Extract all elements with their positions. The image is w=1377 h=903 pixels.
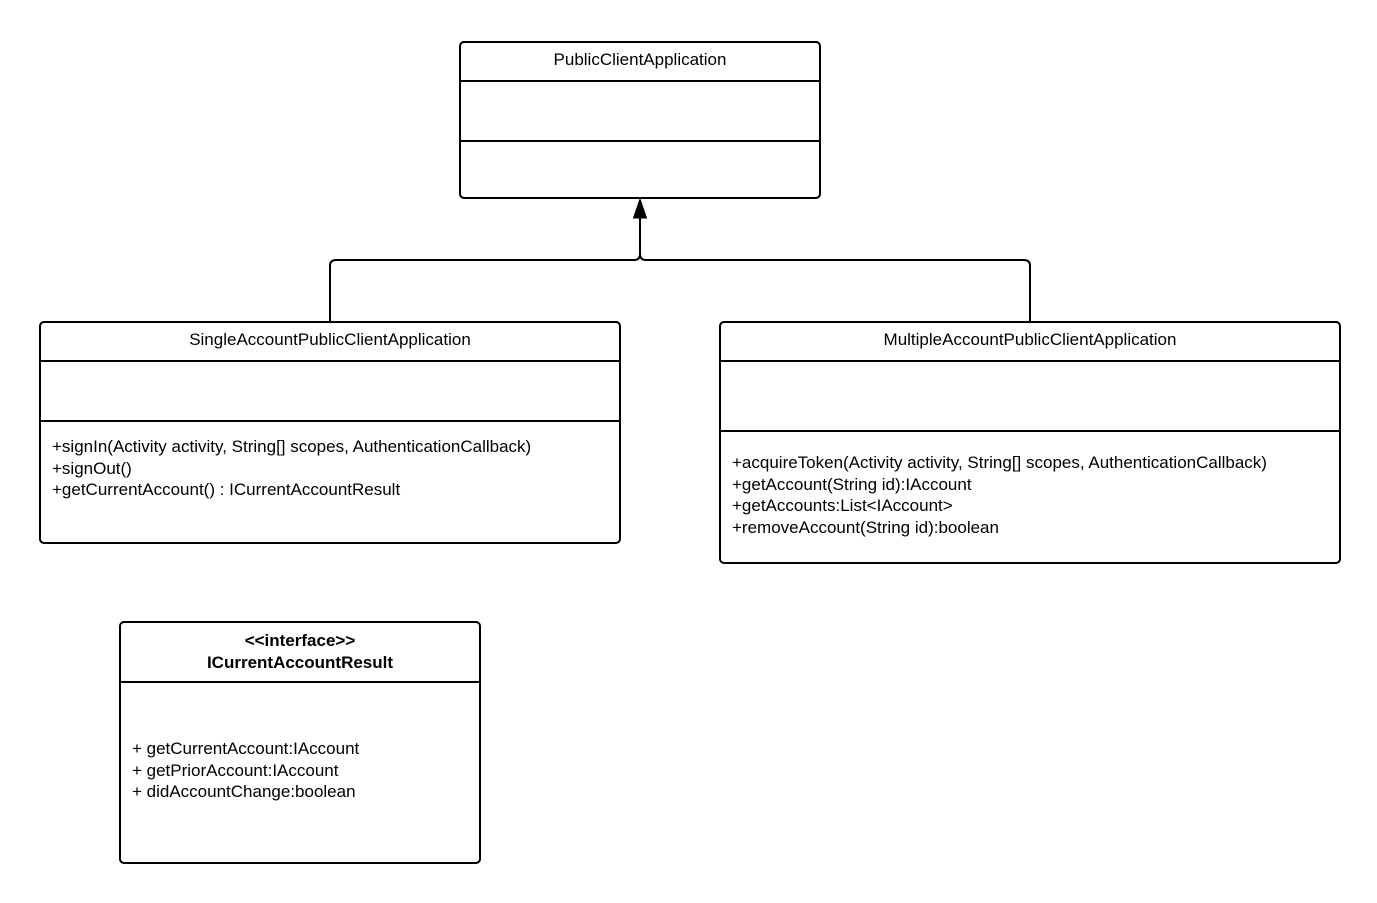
interface-header: <<interface>> ICurrentAccountResult: [121, 623, 479, 683]
class-name: PublicClientApplication: [553, 50, 727, 69]
class-attributes-section: [721, 362, 1339, 432]
class-methods-section: +signIn(Activity activity, String[] scop…: [41, 422, 619, 542]
method-acquire-token: +acquireToken(Activity activity, String[…: [732, 453, 1267, 472]
class-methods-section: [461, 142, 819, 197]
method-get-prior-account: + getPriorAccount:IAccount: [132, 760, 339, 780]
class-single-account-public-client-application: SingleAccountPublicClientApplication +si…: [39, 321, 621, 544]
interface-icurrent-account-result: <<interface>> ICurrentAccountResult + ge…: [119, 621, 481, 864]
interface-methods-section: + getCurrentAccount:IAccount + getPriorA…: [121, 683, 479, 862]
class-header: MultipleAccountPublicClientApplication: [721, 323, 1339, 362]
method-get-accounts: +getAccounts:List<IAccount>: [732, 496, 953, 515]
class-name: MultipleAccountPublicClientApplication: [883, 330, 1177, 349]
method-sign-out: +signOut(): [52, 458, 132, 478]
method-did-account-change: + didAccountChange:boolean: [132, 782, 356, 801]
class-header: SingleAccountPublicClientApplication: [41, 323, 619, 362]
method-get-account: +getAccount(String id):IAccount: [732, 474, 972, 494]
class-attributes-section: [41, 362, 619, 422]
method-get-current-account: + getCurrentAccount:IAccount: [132, 739, 360, 758]
class-multiple-account-public-client-application: MultipleAccountPublicClientApplication +…: [719, 321, 1341, 564]
class-header: PublicClientApplication: [461, 43, 819, 82]
method-get-current-account: +getCurrentAccount() : ICurrentAccountRe…: [52, 480, 401, 499]
single-account-generalization-line: [329, 214, 641, 322]
method-remove-account: +removeAccount(String id):boolean: [732, 517, 999, 537]
method-sign-in: +signIn(Activity activity, String[] scop…: [52, 437, 532, 456]
multiple-account-generalization-line: [639, 214, 1031, 322]
interface-name: ICurrentAccountResult: [206, 653, 394, 672]
interface-stereotype: <<interface>>: [244, 631, 356, 650]
class-attributes-section: [461, 82, 819, 142]
generalization-arrowhead: [632, 197, 648, 219]
class-public-client-application: PublicClientApplication: [459, 41, 821, 199]
class-methods-section: +acquireToken(Activity activity, String[…: [721, 432, 1339, 562]
class-name: SingleAccountPublicClientApplication: [189, 330, 471, 349]
